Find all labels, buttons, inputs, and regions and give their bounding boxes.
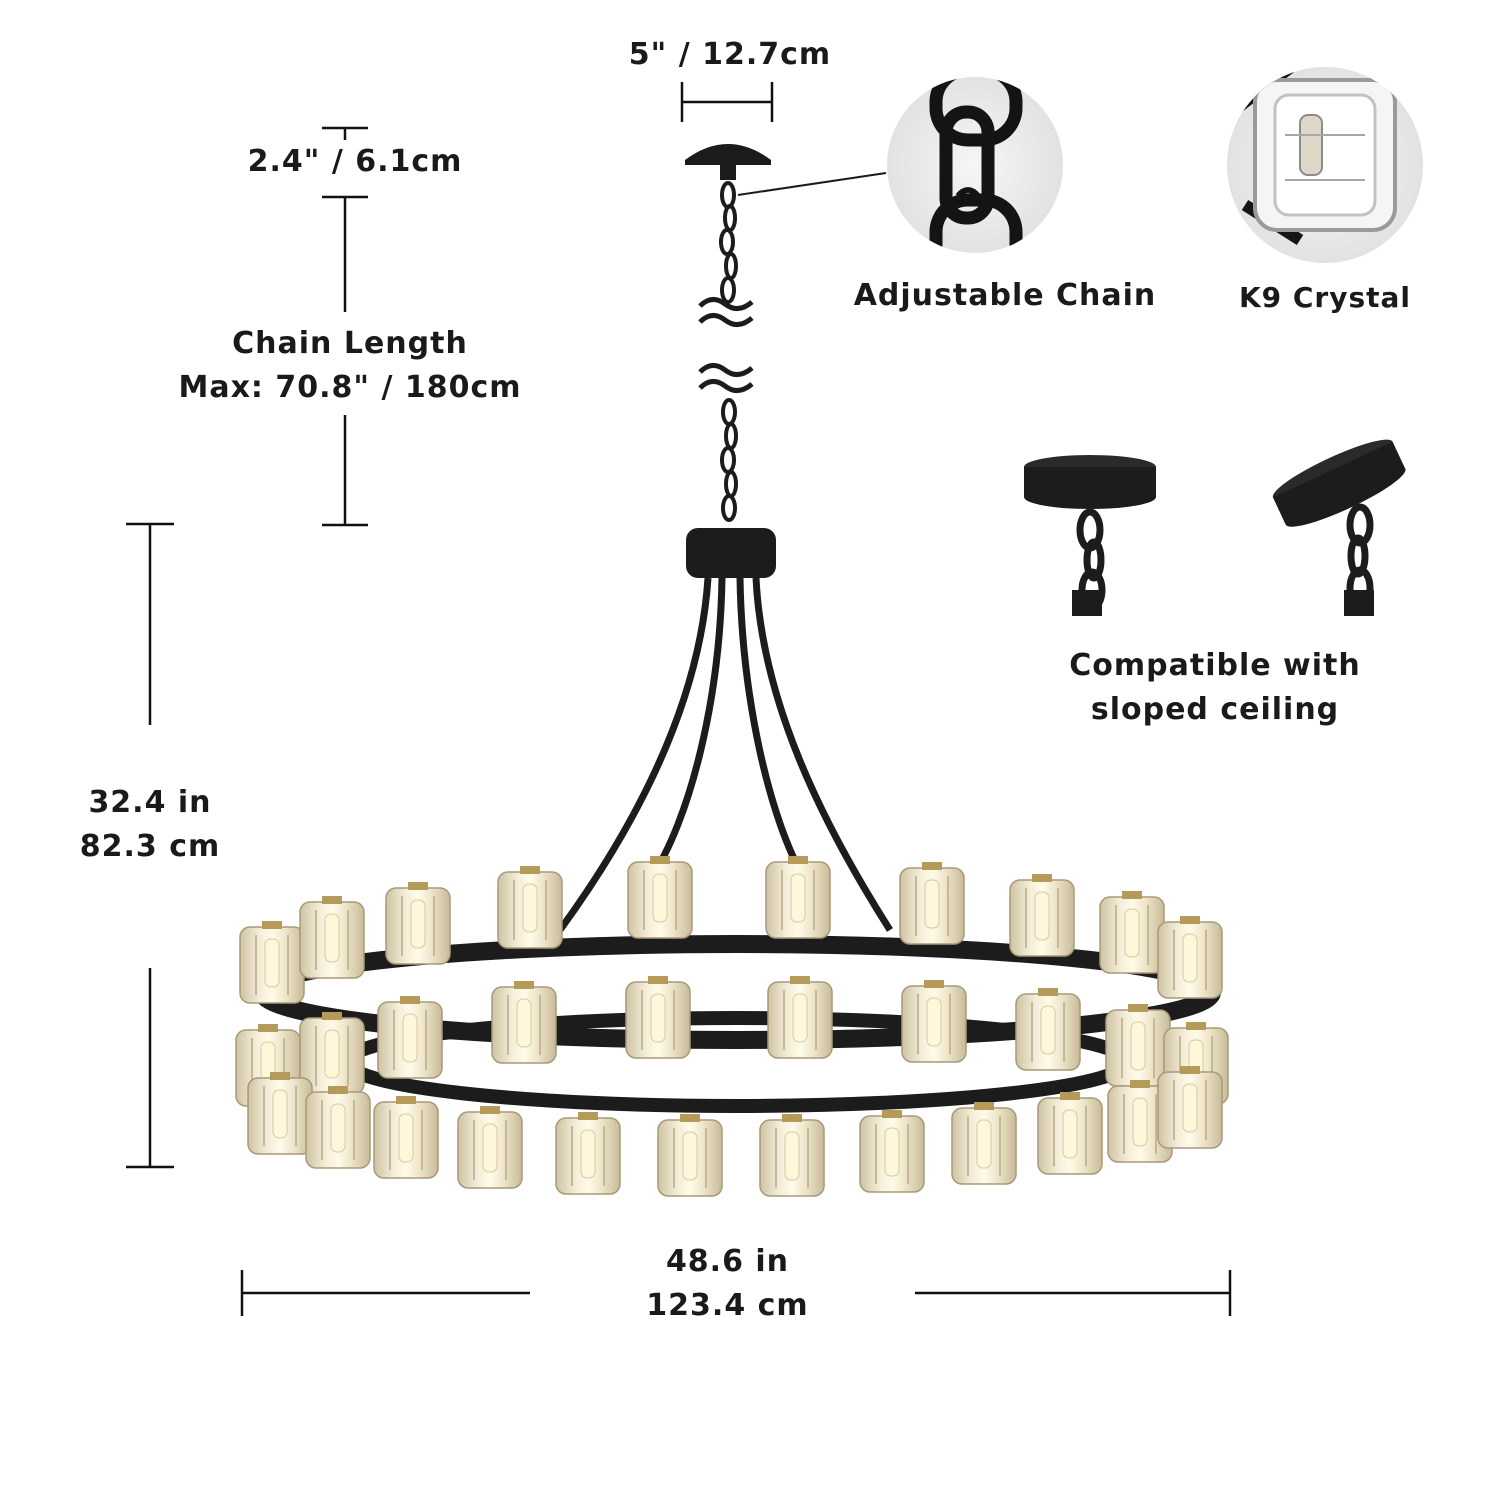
- k9-crystal-label: K9 Crystal: [1238, 281, 1412, 314]
- chain-lower: [720, 398, 738, 522]
- height-centimeters: 82.3 cm: [79, 829, 221, 864]
- sloped-ceiling-canopy-icon: [1272, 439, 1406, 616]
- adjustable-chain-inset: [887, 77, 1063, 253]
- upper-tier-shades: [239, 855, 1223, 1004]
- dimension-chain-length: [322, 126, 368, 527]
- sloped-ceiling-label: Compatible with sloped ceiling: [1060, 644, 1370, 732]
- chandelier-canopy: [685, 144, 771, 180]
- height-inches: 32.4 in: [88, 785, 212, 820]
- canopy-height-label: 2.4" / 6.1cm: [247, 144, 463, 179]
- height-label: 32.4 in 82.3 cm: [55, 781, 245, 869]
- width-inches: 48.6 in: [665, 1244, 790, 1279]
- chain-upper: [719, 181, 738, 304]
- sloped-ceiling-line2: sloped ceiling: [1090, 692, 1340, 727]
- dimension-canopy-width: [680, 82, 774, 122]
- width-centimeters: 123.4 cm: [646, 1288, 809, 1323]
- sloped-ceiling-line1: Compatible with: [1069, 648, 1361, 683]
- canopy-width-label: 5" / 12.7cm: [628, 37, 832, 72]
- chain-length-label: Chain Length Max: 70.8" / 180cm: [170, 322, 530, 410]
- dimension-width: [240, 1270, 1232, 1316]
- k9-crystal-inset: [1227, 67, 1423, 263]
- callout-leader-line: [737, 172, 887, 196]
- chain-break-symbol: [698, 297, 754, 393]
- width-label: 48.6 in 123.4 cm: [625, 1240, 830, 1328]
- adjustable-chain-label: Adjustable Chain: [853, 278, 1157, 313]
- chain-length-max: Max: 70.8" / 180cm: [178, 370, 522, 405]
- chain-length-title: Chain Length: [232, 326, 468, 361]
- flat-ceiling-canopy-icon: [1024, 455, 1156, 616]
- dimension-height: [126, 522, 174, 1169]
